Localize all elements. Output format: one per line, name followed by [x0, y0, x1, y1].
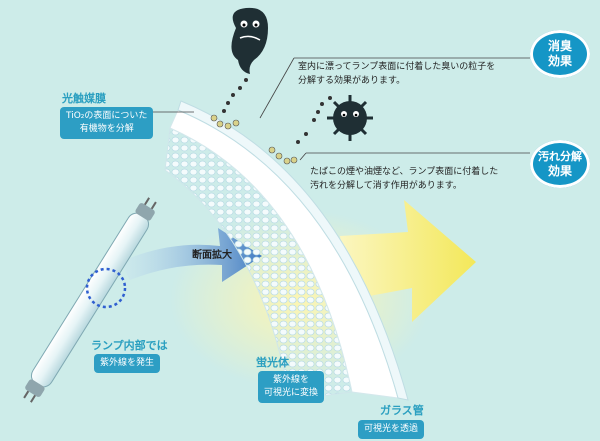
phosphor-note-line1: 紫外線を: [273, 375, 310, 385]
coating-layer: [177, 100, 409, 401]
glass-note: 可視光を透過: [358, 420, 425, 439]
deodorize-badge: 消臭 効果: [530, 30, 590, 78]
effect-1-text-line1: 室内に漂ってランプ表面に付着した臭いの粒子を: [298, 62, 496, 72]
cross-section-label: 断面拡大: [192, 250, 232, 261]
coating-note-line1: TiO₂の表面についた: [66, 111, 148, 121]
effect-1-text-line2: 分解する効果があります。: [298, 76, 406, 86]
odor-particle-icon: [210, 7, 268, 130]
coating-label: 光触媒膜: [62, 92, 106, 105]
tube-wall-section: [164, 100, 409, 401]
dirt-particle-icon: [268, 95, 373, 165]
glass-label: ガラス管: [380, 404, 424, 417]
expand-arrow: [120, 228, 262, 282]
effect-2-text-line1: たばこの煙や油煙など、ランプ表面に付着した: [310, 167, 499, 177]
deodorize-badge-line1: 消臭: [547, 39, 572, 53]
effect-2-text-line2: 汚れを分解して消す作用があります。: [310, 181, 462, 191]
coating-note: TiO₂の表面についた 有機物を分解: [60, 107, 154, 139]
lamp-note: 紫外線を発生: [94, 354, 161, 373]
phosphor-note-line2: 可視光に変換: [264, 388, 319, 398]
effect-1-text: 室内に漂ってランプ表面に付着した臭いの粒子を 分解する効果があります。: [298, 60, 495, 88]
coating-note-line2: 有機物を分解: [79, 124, 134, 134]
phosphor-label: 蛍光体: [256, 356, 289, 369]
deodorize-badge-line2: 効果: [547, 54, 572, 68]
phosphor-note: 紫外線を 可視光に変換: [258, 371, 325, 403]
stain-removal-badge-line2: 効果: [547, 164, 572, 178]
lamp-inside-label: ランプ内部では: [91, 339, 168, 352]
stain-removal-badge-line1: 汚れ分解: [538, 150, 582, 163]
light-arrow: [340, 200, 476, 322]
fluorescent-tube-icon: [23, 197, 157, 403]
effect-2-text: たばこの煙や油煙など、ランプ表面に付着した 汚れを分解して消す作用があります。: [310, 165, 498, 193]
magnify-ring: [85, 267, 127, 309]
stain-removal-badge: 汚れ分解 効果: [530, 140, 590, 188]
